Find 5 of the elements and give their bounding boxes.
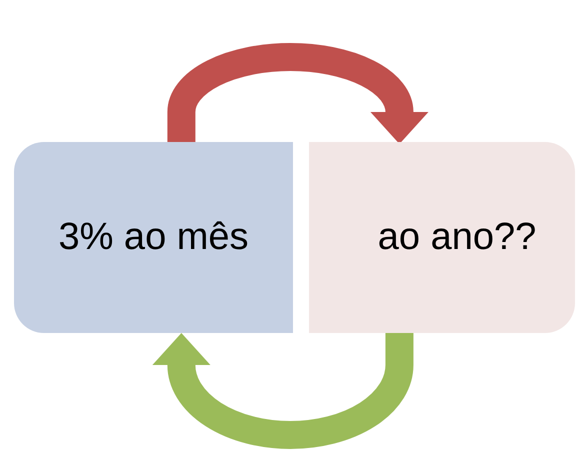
curved-arrow (167, 43, 428, 144)
rounded-box (14, 142, 293, 333)
box-label: ao ano?? (378, 216, 536, 259)
box-label: 3% ao mês (58, 216, 249, 259)
rounded-box (309, 142, 575, 333)
